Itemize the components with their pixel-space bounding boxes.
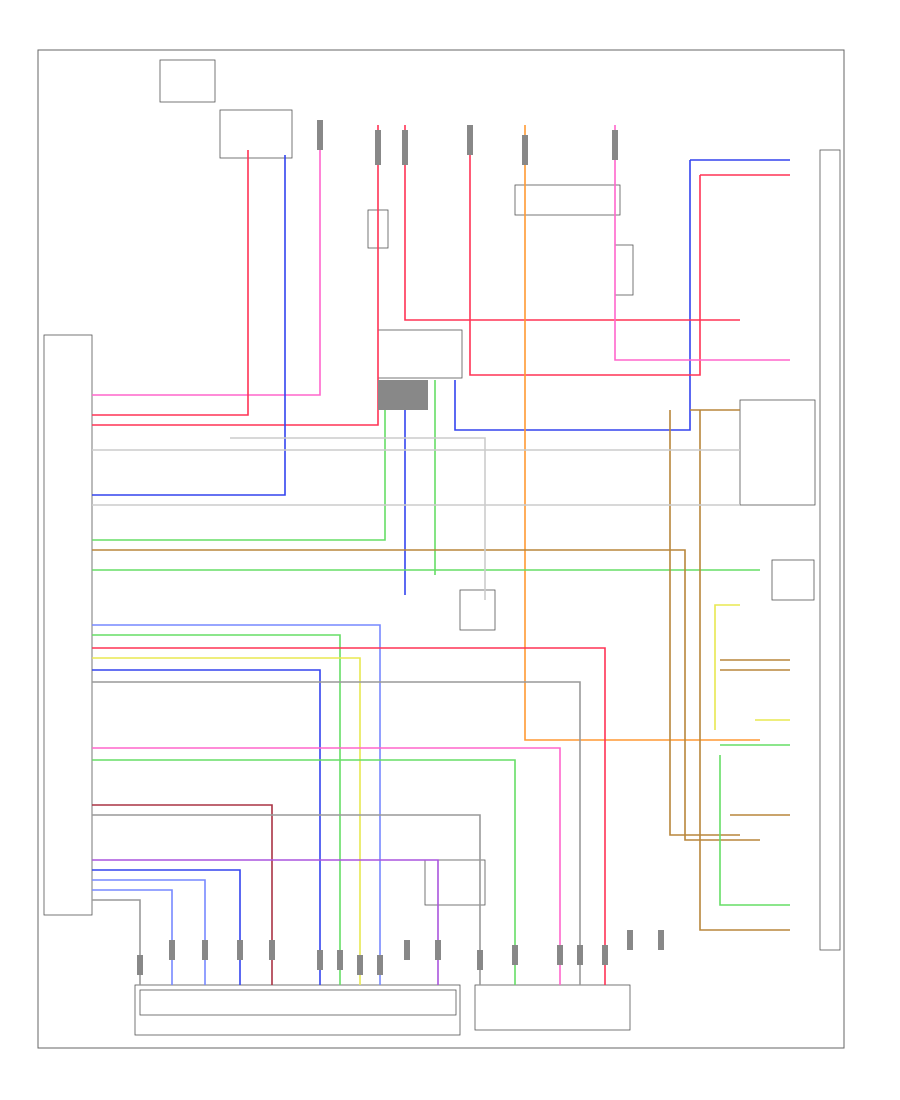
wire-gray-2 xyxy=(92,814,481,985)
transmission-control-switch xyxy=(134,984,461,1036)
wire-green-7 xyxy=(92,759,516,985)
wire-red-2 xyxy=(92,125,379,426)
wire-red-1 xyxy=(92,150,249,416)
top-connectors xyxy=(317,120,618,410)
wire-lightblue-2 xyxy=(92,879,206,985)
wire-gray-1 xyxy=(92,681,581,985)
engine-control-module xyxy=(43,334,93,916)
wire-pink-3 xyxy=(92,747,561,985)
wire-orange-1 xyxy=(524,125,760,741)
wire-blue-6 xyxy=(92,869,241,985)
wire-darkred-1 xyxy=(92,804,273,985)
wire-gray-3 xyxy=(92,899,141,985)
diagram-frame xyxy=(37,49,845,1049)
wire-blue-5 xyxy=(92,669,321,985)
park-neutral-position-switch xyxy=(474,984,631,1031)
wire-brown-3 xyxy=(669,410,740,836)
wire-red-5 xyxy=(469,125,701,376)
wire-violet-1 xyxy=(92,859,439,985)
wire-blue-1 xyxy=(92,155,286,496)
wire-lightblue-3 xyxy=(92,889,173,985)
wire-red-6 xyxy=(92,647,606,985)
wire-red-3 xyxy=(404,125,740,321)
wire-blue-3 xyxy=(454,160,691,431)
wire-pink-1 xyxy=(92,125,321,396)
wire-yellow-3 xyxy=(92,657,361,985)
connector-pins xyxy=(137,930,664,975)
wire-yellow-1 xyxy=(714,604,740,730)
top-components xyxy=(159,59,841,951)
wire-green-5 xyxy=(719,755,790,906)
wire-gray-6 xyxy=(230,437,486,600)
wire-pink-2 xyxy=(614,125,790,361)
wire-brown-1 xyxy=(92,549,760,841)
wire-green-6 xyxy=(92,634,341,985)
wire-lightblue-1 xyxy=(92,624,381,985)
wire-green-1 xyxy=(92,380,386,541)
wire-brown-4 xyxy=(699,410,790,931)
wires xyxy=(92,125,790,985)
